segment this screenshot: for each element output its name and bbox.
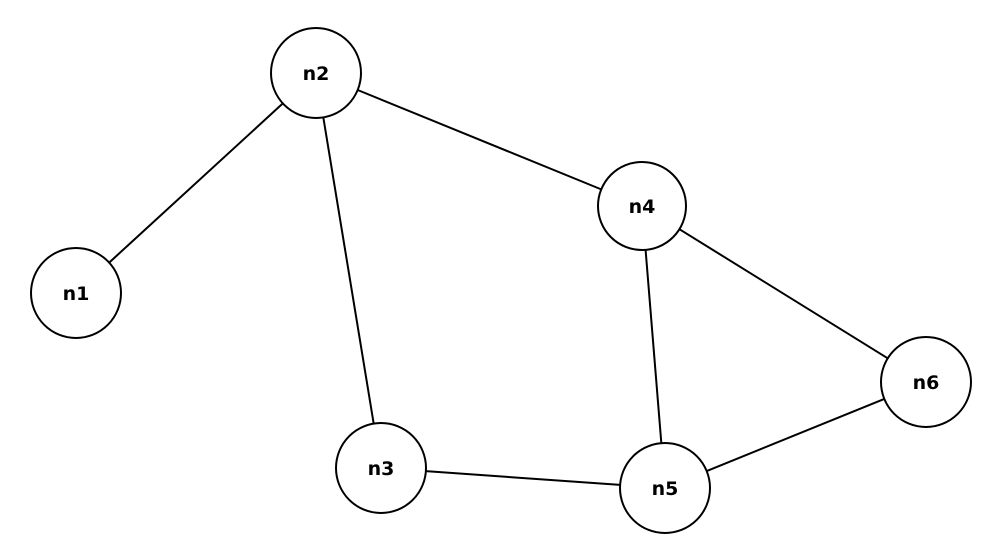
graph-node-n4[interactable]: n4 [597,161,687,251]
node-label-n2: n2 [303,63,330,85]
graph-node-n2[interactable]: n2 [270,27,362,119]
node-circle-n3[interactable] [335,422,427,514]
graph-edge-n2-n4[interactable] [356,89,603,191]
graph-edge-n3-n5[interactable] [424,470,622,486]
graph-edge-n4-n6[interactable] [678,228,889,360]
node-circle-n5[interactable] [619,442,711,534]
edges-layer [108,89,889,486]
graph-edge-n4-n5[interactable] [644,248,663,445]
graph-edge-n1-n2[interactable] [108,102,284,264]
graph-node-n1[interactable]: n1 [30,247,122,339]
graph-node-n3[interactable]: n3 [335,422,427,514]
node-circle-n6[interactable] [880,336,972,428]
graph-node-n5[interactable]: n5 [619,442,711,534]
node-label-n3: n3 [368,458,395,480]
graph-edge-n5-n6[interactable] [705,397,886,473]
node-circle-n4[interactable] [597,161,687,251]
node-circle-n2[interactable] [270,27,362,119]
node-label-n6: n6 [913,372,940,394]
node-label-n1: n1 [63,283,90,305]
node-circle-n1[interactable] [30,247,122,339]
node-label-n5: n5 [652,478,679,500]
node-label-n4: n4 [629,196,656,218]
graph-edge-n2-n3[interactable] [322,116,375,425]
graph-node-n6[interactable]: n6 [880,336,972,428]
nodes-layer: n1 n2 n3 n4 n5 n6 [30,27,972,534]
